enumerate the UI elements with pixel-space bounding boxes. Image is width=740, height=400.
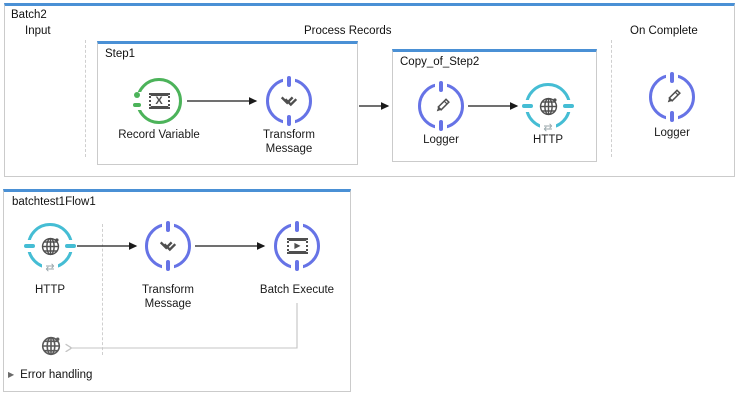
transform-message-label-step1: Transform Message: [263, 129, 315, 156]
record-variable-label: Record Variable: [118, 129, 200, 141]
process-oncomplete-divider: [611, 40, 612, 157]
batch2-on-complete-section-label: On Complete: [630, 25, 698, 37]
chevron-right-icon: ▶: [8, 370, 15, 379]
batch2-input-section-label: Input: [25, 25, 51, 37]
logger-label-copyofstep2: Logger: [423, 134, 459, 146]
batch2-process-records-section-label: Process Records: [304, 25, 392, 37]
batch-execute-icon: ▶: [274, 221, 320, 271]
node-logger-oncomplete[interactable]: [649, 72, 695, 122]
pencil-glyph-icon: [667, 88, 681, 102]
http-icon: ⇄: [522, 83, 574, 134]
logger-label-oncomplete: Logger: [654, 127, 690, 139]
node-http-listener[interactable]: ⇄: [24, 223, 76, 274]
request-response-icon: ⇄: [543, 122, 553, 134]
step1-title: Step1: [105, 48, 136, 60]
input-process-divider: [85, 40, 86, 157]
http-label-flow: HTTP: [34, 284, 66, 296]
dataweave-glyph-icon: [280, 96, 298, 107]
globe-glyph-icon: [41, 237, 59, 255]
batch-execute-label: Batch Execute: [259, 284, 335, 296]
transform-message-icon: [266, 76, 312, 126]
http-label-copyofstep2: HTTP: [532, 134, 564, 146]
pencil-glyph-icon: [436, 97, 450, 111]
node-http-copyofstep2[interactable]: ⇄: [522, 83, 574, 134]
dataweave-glyph-icon: [159, 241, 177, 252]
batch-play-glyph-icon: ▶: [286, 238, 308, 254]
logger-icon: [649, 72, 695, 122]
flow-title: batchtest1Flow1: [12, 196, 96, 208]
batch2-title: Batch2: [11, 9, 47, 21]
error-handling-toggle[interactable]: ▶ Error handling: [8, 369, 92, 381]
node-error-globe[interactable]: [39, 334, 63, 363]
http-icon: ⇄: [24, 223, 76, 274]
transform-message-icon: [145, 221, 191, 271]
source-dot: [134, 92, 140, 98]
record-variable-icon: X: [133, 78, 182, 124]
node-transform-message-step1[interactable]: [266, 76, 312, 126]
request-response-icon: ⇄: [45, 262, 55, 274]
variable-glyph-icon: X: [148, 93, 170, 109]
error-handling-label: Error handling: [20, 369, 93, 381]
source-dash: [133, 103, 141, 107]
logger-icon: [418, 81, 464, 131]
copy-of-step2-title: Copy_of_Step2: [400, 56, 480, 68]
gray-globe-icon: [41, 336, 61, 356]
node-transform-message-flow[interactable]: [145, 221, 191, 271]
node-record-variable[interactable]: X: [133, 78, 182, 124]
node-logger-copyofstep2[interactable]: [418, 81, 464, 131]
flow-source-divider: [102, 224, 103, 355]
globe-glyph-icon: [539, 97, 557, 115]
transform-message-label-flow: Transform Message: [142, 284, 194, 311]
node-batch-execute[interactable]: ▶: [274, 221, 320, 271]
